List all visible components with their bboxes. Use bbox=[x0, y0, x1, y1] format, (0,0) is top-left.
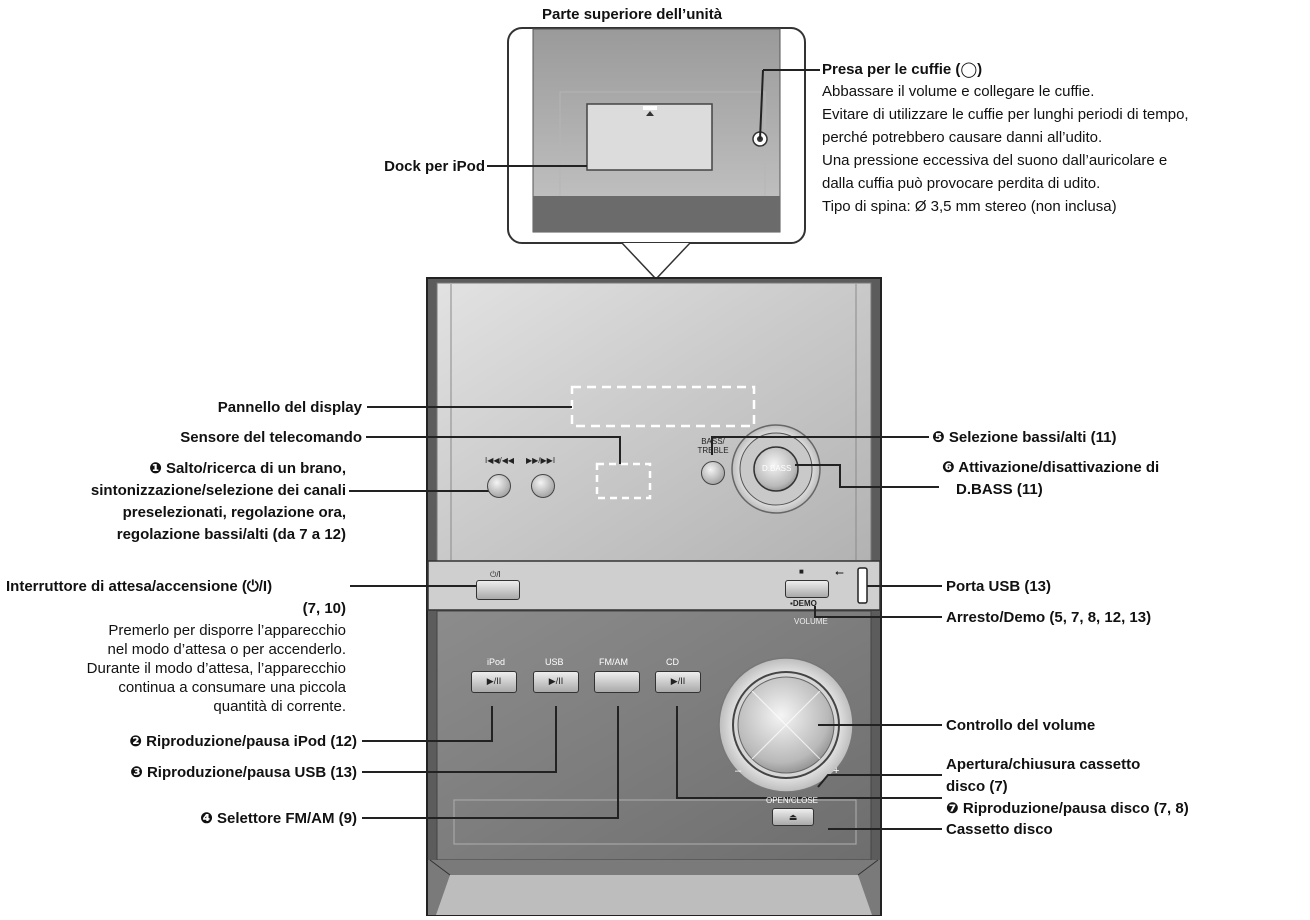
standby-desc-2: nel modo d’attesa o per accenderlo. bbox=[107, 641, 346, 658]
remote-sensor bbox=[595, 462, 652, 500]
skip-forward-label: ▶▶/▶▶I bbox=[526, 456, 556, 465]
standby-title: Interruttore di attesa/accensione (⏻/I) bbox=[6, 578, 273, 595]
dbass-callout-1: ❻ Attivazione/disattivazione di bbox=[942, 459, 1160, 476]
volume-control-label: Controllo del volume bbox=[946, 717, 1096, 734]
open-close-button[interactable]: ⏏ bbox=[772, 808, 814, 826]
stop-demo-label: Arresto/Demo (5, 7, 8, 12, 13) bbox=[946, 609, 1152, 626]
bass-treble-label: BASS/ TREBLE bbox=[697, 437, 729, 455]
standby-symbol: ⏻/I bbox=[490, 570, 501, 579]
cd-label: CD bbox=[666, 657, 679, 667]
skip-back-button[interactable] bbox=[487, 474, 511, 498]
volume-plus: + bbox=[833, 765, 840, 777]
skip-label-1: ❶ Salto/ricerca di un brano, bbox=[149, 460, 346, 477]
skip-label-2: sintonizzazione/selezione dei canali bbox=[90, 482, 346, 499]
standby-button[interactable] bbox=[476, 580, 520, 600]
remote-sensor-label: Sensore del telecomando bbox=[180, 429, 362, 446]
skip-back-label: I◀◀/◀◀ bbox=[485, 456, 515, 465]
stop-demo-button[interactable] bbox=[785, 580, 829, 598]
eject-icon: ⏏ bbox=[788, 812, 798, 822]
open-close-callout-1: Apertura/chiusura cassetto bbox=[946, 756, 1141, 773]
bass-treble-callout: ❺ Selezione bassi/alti (11) bbox=[932, 429, 1117, 446]
ipod-play-pause-button[interactable]: ▶/II bbox=[471, 671, 517, 693]
usb-label: USB bbox=[545, 657, 564, 667]
disc-tray-label: Cassetto disco bbox=[946, 821, 1053, 838]
standby-desc-5: quantità di corrente. bbox=[213, 698, 346, 715]
volume-minus: – bbox=[735, 765, 742, 777]
cd-play-label: ❼ Riproduzione/pausa disco (7, 8) bbox=[946, 800, 1189, 817]
dbass-label: D.BASS bbox=[762, 464, 792, 473]
dock-label: Dock per iPod bbox=[384, 158, 485, 175]
play-pause-icon: ▶/II bbox=[670, 676, 686, 686]
dbass-callout-2: D.BASS (11) bbox=[956, 481, 1043, 498]
headphone-title: Presa per le cuffie (◯) bbox=[822, 61, 983, 78]
standby-desc-3: Durante il modo d’attesa, l’apparecchio bbox=[86, 660, 346, 677]
standby-pages: (7, 10) bbox=[302, 600, 346, 617]
fmam-label: FM/AM bbox=[599, 657, 628, 667]
headphone-desc-4: Una pressione eccessiva del suono dall’a… bbox=[822, 152, 1168, 169]
demo-label: ▪DEMO bbox=[790, 599, 817, 608]
standby-desc-1: Premerlo per disporre l’apparecchio bbox=[108, 622, 346, 639]
play-pause-icon: ▶/II bbox=[548, 676, 564, 686]
leader-lines bbox=[349, 69, 942, 830]
fm-am-label: ❹ Selettore FM/AM (9) bbox=[200, 810, 357, 827]
dbass-button bbox=[753, 446, 799, 492]
headphone-desc-2: Evitare di utilizzare le cuffie per lung… bbox=[822, 106, 1189, 123]
volume-label: VOLUME bbox=[794, 617, 828, 626]
headphone-desc-1: Abbassare il volume e collegare le cuffi… bbox=[822, 83, 1095, 100]
headphone-desc-5: dalla cuffia può provocare perdita di ud… bbox=[822, 175, 1101, 192]
display-panel-label: Pannello del display bbox=[217, 399, 362, 416]
usb-port bbox=[857, 567, 868, 604]
standby-desc-4: continua a consumare una piccola bbox=[118, 679, 346, 696]
usb-icon: ⭠ bbox=[835, 567, 844, 579]
skip-label-4: regolazione bassi/alti (da 7 a 12) bbox=[116, 526, 346, 543]
ipod-label: iPod bbox=[487, 657, 506, 667]
disc-tray bbox=[453, 799, 857, 845]
top-unit-heading: Parte superiore dell’unità bbox=[542, 6, 723, 23]
usb-play-pause-button[interactable]: ▶/II bbox=[533, 671, 579, 693]
usb-play-label: ❸ Riproduzione/pausa USB (13) bbox=[130, 764, 357, 781]
cd-play-pause-button[interactable]: ▶/II bbox=[655, 671, 701, 693]
open-close-label: OPEN/CLOSE bbox=[766, 796, 819, 805]
top-unit-view bbox=[507, 27, 806, 281]
fmam-button[interactable] bbox=[594, 671, 640, 693]
open-close-callout-2: disco (7) bbox=[946, 778, 1008, 795]
bass-treble-button[interactable] bbox=[701, 461, 725, 485]
skip-label-3: preselezionati, regolazione ora, bbox=[122, 504, 346, 521]
skip-forward-button[interactable] bbox=[531, 474, 555, 498]
headphone-desc-3: perché potrebbero causare danni all’udit… bbox=[822, 129, 1103, 146]
headphone-desc-6: Tipo di spina: Ø 3,5 mm stereo (non incl… bbox=[822, 198, 1117, 215]
ipod-play-label: ❷ Riproduzione/pausa iPod (12) bbox=[129, 733, 357, 750]
usb-port-label: Porta USB (13) bbox=[946, 578, 1052, 595]
stop-symbol: ■ bbox=[799, 567, 804, 576]
play-pause-icon: ▶/II bbox=[486, 676, 502, 686]
